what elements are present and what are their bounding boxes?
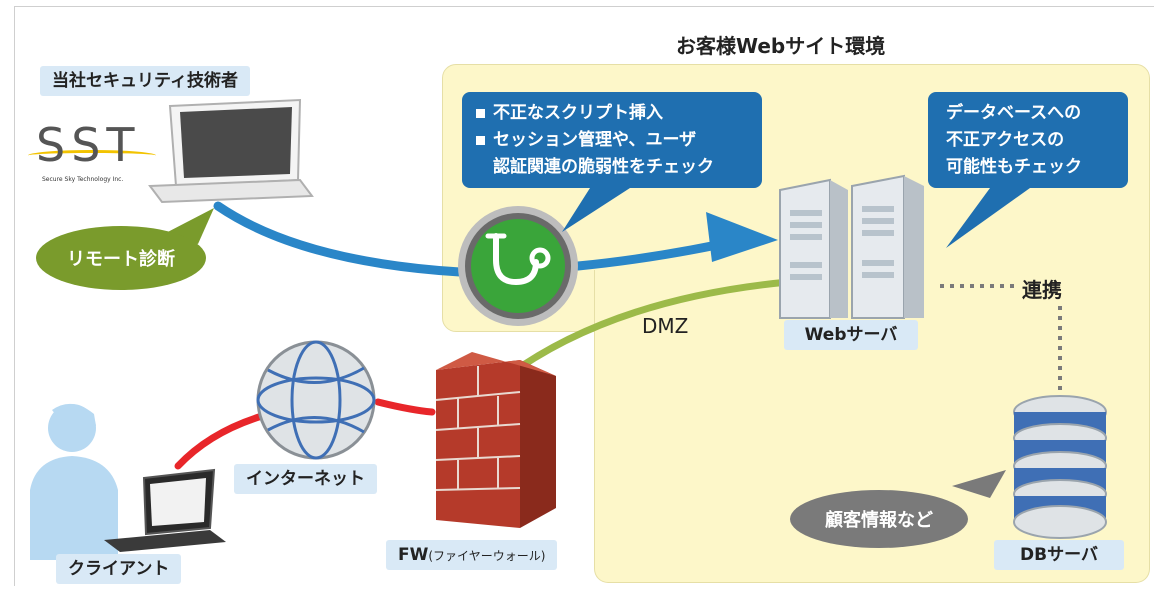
customer-oval-tail	[952, 470, 1006, 498]
client-internet-line	[174, 412, 266, 470]
firewall-label-main: FW	[398, 545, 429, 565]
check-item-2: セッション管理や、ユーザ	[476, 127, 748, 154]
client-person-icon	[30, 403, 118, 560]
engineer-label: 当社セキュリティ技術者	[40, 66, 250, 96]
diagnosis-line	[213, 201, 465, 277]
check-bubble-tail	[562, 188, 630, 232]
client-label: クライアント	[56, 554, 182, 584]
customer-info-label: 顧客情報など	[790, 490, 968, 548]
webserver-icon	[779, 174, 924, 319]
check-item-1-text: 不正なスクリプト挿入	[493, 103, 663, 123]
internet-label: インターネット	[234, 464, 377, 494]
db-check-bubble: データベースへの 不正アクセスの 可能性もチェック	[928, 92, 1128, 188]
logo-text: SST	[36, 118, 141, 172]
sst-logo: SST Secure Sky Technology Inc.	[28, 118, 158, 190]
diagnosis-arrowhead	[706, 212, 778, 262]
db-bubble-line-2: 不正アクセスの	[946, 130, 1065, 150]
dmz-label: DMZ	[642, 314, 689, 338]
check-item-2-text: セッション管理や、ユーザ	[493, 130, 697, 150]
internet-firewall-line	[374, 398, 436, 416]
remote-diagnosis-label: リモート診断	[36, 226, 206, 290]
check-bubble: 不正なスクリプト挿入 セッション管理や、ユーザ 認証関連の脆弱性をチェック	[462, 92, 762, 188]
site-title: お客様Webサイト環境	[676, 34, 886, 58]
firewall-label: FW(ファイヤーウォール)	[386, 540, 558, 570]
db-bubble-line-1: データベースへの	[946, 103, 1082, 123]
db-bubble-tail	[946, 188, 1030, 248]
client-laptop-icon	[104, 468, 226, 552]
db-server-label: DBサーバ	[994, 540, 1124, 570]
firewall-icon	[435, 352, 556, 528]
frame-top-border	[14, 6, 1154, 7]
laptop-icon	[148, 98, 314, 204]
logo-swoosh	[28, 150, 156, 161]
stethoscope-icon	[458, 206, 578, 326]
check-item-1: 不正なスクリプト挿入	[476, 100, 748, 127]
check-item-2-continuation: 認証関連の脆弱性をチェック	[476, 154, 748, 181]
link-label: 連携	[1022, 278, 1062, 302]
globe-icon	[256, 340, 376, 460]
database-icon	[1013, 395, 1107, 539]
webserver-label: Webサーバ	[784, 320, 918, 350]
bullet-square-icon	[476, 136, 485, 145]
check-item-2-cont-text: 認証関連の脆弱性をチェック	[493, 157, 714, 177]
frame-left-border	[14, 6, 15, 586]
db-bubble-line-3: 可能性もチェック	[946, 157, 1082, 177]
firewall-label-sub: (ファイヤーウォール)	[428, 549, 546, 563]
bullet-square-icon	[476, 109, 485, 118]
logo-tagline: Secure Sky Technology Inc.	[42, 176, 124, 183]
